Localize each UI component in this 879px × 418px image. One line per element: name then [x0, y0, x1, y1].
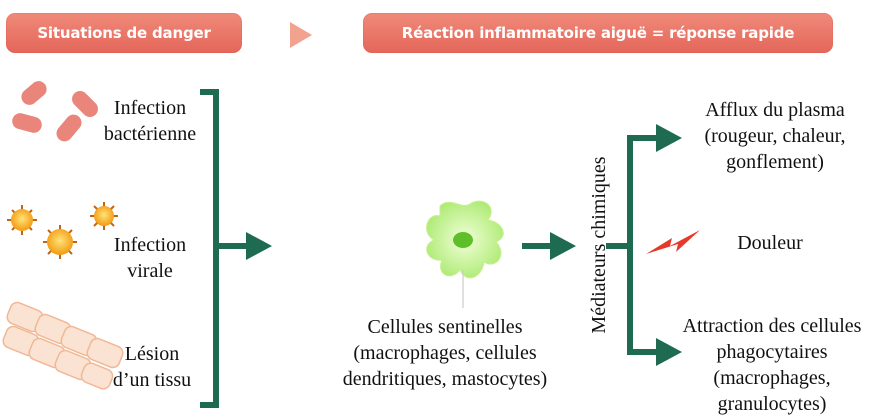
- arrow-to-sentinel-icon: [246, 232, 272, 260]
- header-pill-reaction: Réaction inflammatoire aiguë = réponse r…: [363, 13, 833, 53]
- arrow-to-mediators-icon: [550, 232, 576, 260]
- arrow-to-attraction-icon: [656, 338, 682, 366]
- situation-label-bacterial: Infection bactérienne: [103, 97, 197, 145]
- header-label-reaction: Réaction inflammatoire aiguë = réponse r…: [401, 24, 795, 42]
- situations-bracket: [200, 89, 248, 408]
- bacteria-icon: [12, 81, 98, 142]
- effect-label-plasma: Afflux du plasma (rougeur, chaleur, gonf…: [704, 99, 846, 173]
- pain-lightning-icon: [646, 230, 700, 254]
- situation-label-viral: Infection virale: [113, 234, 187, 282]
- header-pill-situations: Situations de danger: [6, 13, 242, 53]
- sentinel-cell-icon: [426, 200, 504, 308]
- virus-icon: [7, 202, 118, 259]
- effect-label-attraction: Attraction des cellules phagocytaires (m…: [682, 315, 862, 415]
- effect-label-pain: Douleur: [737, 232, 803, 254]
- sentinel-cells-label: Cellules sentinelles (macrophages, cellu…: [342, 316, 548, 390]
- arrow-to-plasma-icon: [656, 124, 682, 152]
- tissue-icon: [2, 301, 124, 390]
- mediators-label: Médiateurs chimiques: [588, 156, 610, 334]
- situation-label-tissue: Lésion d’un tissu: [112, 343, 192, 391]
- header-label-situations: Situations de danger: [37, 24, 211, 42]
- effects-branch: [606, 135, 660, 355]
